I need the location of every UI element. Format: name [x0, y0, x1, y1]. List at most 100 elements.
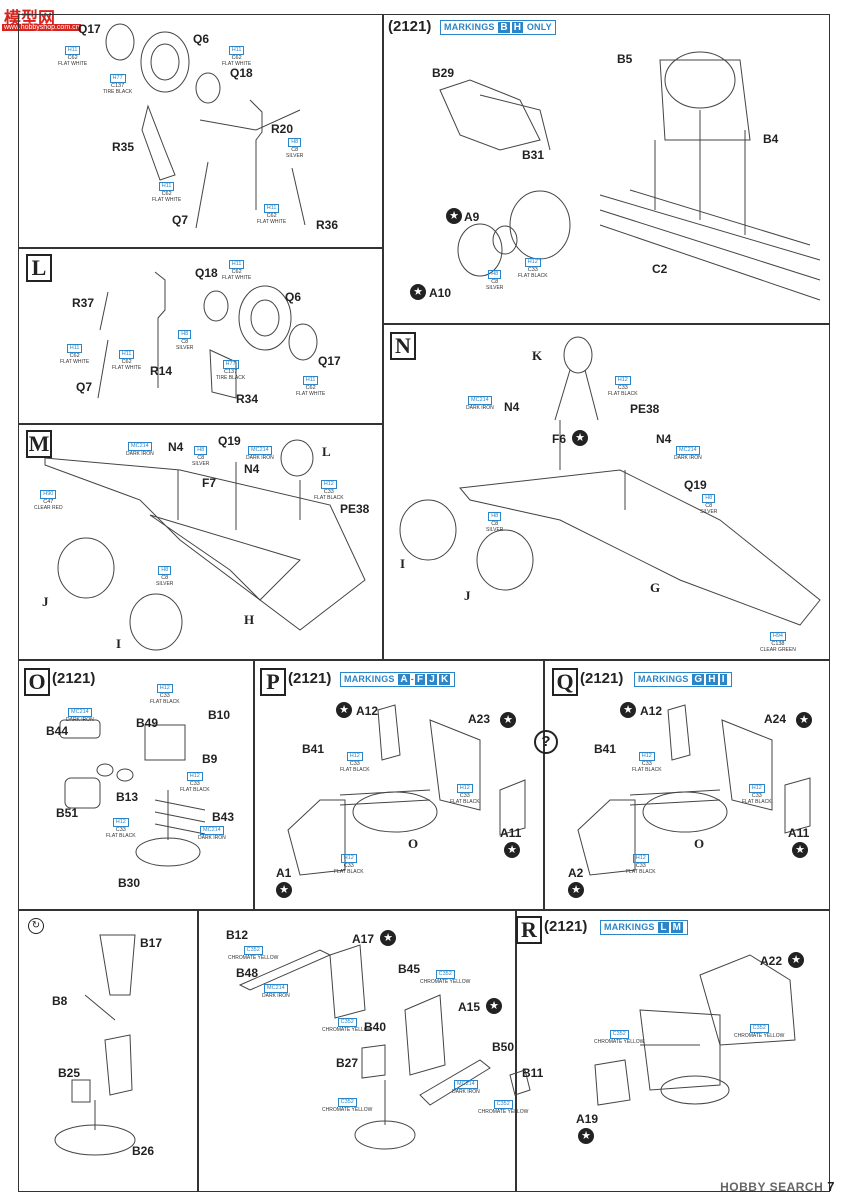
- part-r36: R36: [316, 218, 339, 232]
- turret-a22: [699, 954, 796, 1046]
- step-letter-l: L: [26, 254, 52, 282]
- step-letter-o: O: [24, 668, 50, 696]
- wheel-hub-q17: [105, 23, 135, 61]
- part-b40: B40: [364, 1020, 387, 1034]
- sub-assembly-ref: K: [532, 348, 543, 363]
- wheel-l-ref: [280, 439, 314, 477]
- star-icon: ★: [620, 702, 636, 718]
- star-icon: ★: [276, 882, 292, 898]
- panel-bottom-left: [18, 910, 198, 1192]
- panel-bottom-mid: [198, 910, 516, 1192]
- canopy-b5: [664, 51, 736, 109]
- part-pe38: PE38: [340, 502, 370, 516]
- part-q17: Q17: [318, 354, 341, 368]
- part-a12: A12: [356, 704, 379, 718]
- b27-base: [354, 1120, 416, 1150]
- sub-assembly-ref: J: [42, 594, 49, 609]
- prop-a10: [457, 223, 503, 277]
- step-letter-n: N: [390, 332, 416, 360]
- part-pe38: PE38: [630, 402, 660, 416]
- star-icon: ★: [796, 712, 812, 728]
- strut-r20: [249, 99, 263, 210]
- step-letter-q: Q: [552, 668, 578, 696]
- panel-P: [254, 660, 544, 910]
- kit-number: (2121): [388, 18, 432, 35]
- star-icon: ★: [446, 208, 462, 224]
- star-icon: ★: [788, 952, 804, 968]
- question-mark-icon: ?: [534, 730, 558, 754]
- site-logo: 模型网: [4, 9, 55, 28]
- part-b30: B30: [118, 876, 141, 890]
- kit-number: (2121): [288, 670, 332, 687]
- fuselage-c2: [599, 189, 821, 301]
- part-a12: A12: [640, 704, 663, 718]
- part-r35: R35: [112, 140, 135, 154]
- part-q19: Q19: [684, 478, 707, 492]
- part-a11: A11: [788, 826, 810, 840]
- part-b26: B26: [132, 1144, 155, 1158]
- part-q7: Q7: [172, 213, 189, 227]
- part-n4: N4: [656, 432, 672, 446]
- part-b41: B41: [302, 742, 325, 756]
- part-b8: B8: [52, 994, 68, 1008]
- engine-i-m: [129, 593, 183, 651]
- part-a15: A15: [458, 1000, 481, 1014]
- part-r14: R14: [150, 364, 173, 378]
- part-a1: A1: [276, 866, 292, 880]
- panel-N: [383, 324, 830, 660]
- part-b17: B17: [140, 936, 163, 950]
- part-b41: B41: [594, 742, 617, 756]
- sub-assembly-ref: O: [408, 836, 419, 851]
- link-r36: [291, 167, 306, 226]
- part-b9: B9: [202, 752, 218, 766]
- part-b45: B45: [398, 962, 421, 976]
- window-a19: [594, 1059, 631, 1106]
- step-letter-p: P: [260, 668, 286, 696]
- turret-front-p: [287, 799, 346, 876]
- sub-assembly-ref: J: [464, 588, 471, 603]
- part-b13: B13: [116, 790, 139, 804]
- step-letter-m: M: [26, 430, 52, 458]
- part-a24: A24: [764, 712, 787, 726]
- wing-left: [44, 457, 366, 631]
- part-q18: Q18: [230, 66, 253, 80]
- b30-base: [135, 837, 201, 867]
- panel-M: [18, 424, 383, 660]
- cowl-b29: [439, 79, 541, 151]
- page-number: 7: [827, 1179, 835, 1194]
- part-c2: C2: [652, 262, 668, 276]
- panel-top-left: [18, 14, 383, 248]
- star-icon: ★: [500, 712, 516, 728]
- sub-assembly-ref: L: [322, 444, 331, 459]
- part-n4: N4: [504, 400, 520, 414]
- part-b49: B49: [136, 716, 159, 730]
- part-b43: B43: [212, 810, 235, 824]
